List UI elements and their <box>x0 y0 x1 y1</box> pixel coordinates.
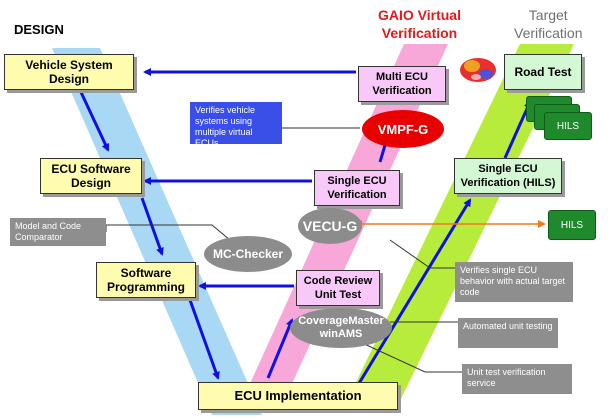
mc-checker-label: MC-Checker <box>212 247 284 261</box>
vmpf-g-label: VMPF-G <box>377 121 429 137</box>
connector-mc <box>105 224 231 241</box>
code-review-line2: Unit Test <box>314 289 362 301</box>
arrow-vehicle-to-ecu <box>78 89 110 152</box>
arrow-impl-to-code-review <box>266 318 294 379</box>
ecu-implementation-box[interactable]: ECU Implementation <box>198 382 398 410</box>
road-test-label: Road Test <box>514 65 572 79</box>
ecu-software-line2: Design <box>70 176 111 190</box>
software-programming-line2: Programming <box>106 280 185 294</box>
vecu-note: Verifies single ECU behavior with actual… <box>455 262 573 302</box>
coverage-master-ellipse[interactable]: CoverageMaster winAMS <box>290 308 392 348</box>
connector-vecu <box>389 239 455 269</box>
vehicle-system-design-box[interactable]: Vehicle System Design <box>4 54 134 90</box>
gaio-header: GAIO Virtual Verification <box>378 6 461 42</box>
multi-ecu-line2: Verification <box>372 85 432 97</box>
hils-stack-front[interactable]: HILS <box>544 112 592 140</box>
single-ecu-line2: Verification <box>327 189 387 201</box>
coverage-master-line2: winAMS <box>319 328 363 340</box>
arrow-software-to-impl <box>188 299 220 380</box>
unit-testing-note: Automated unit testing <box>458 318 558 348</box>
single-ecu-hils-box[interactable]: Single ECU Verification (HILS) <box>454 158 562 194</box>
code-review-line1: Code Review <box>303 275 373 287</box>
vmpf-note: Verifies vehicle systems using multiple … <box>190 102 282 148</box>
multi-ecu-verification-box[interactable]: Multi ECU Verification <box>358 66 446 102</box>
arrow-impl-to-hils <box>353 198 472 391</box>
single-ecu-hils-line2: Verification (HILS) <box>460 177 556 189</box>
ecu-software-design-box[interactable]: ECU Software Design <box>40 158 142 194</box>
coverage-master-line1: CoverageMaster <box>298 315 384 327</box>
vehicle-system-line1: Vehicle System <box>25 58 113 72</box>
vmpf-g-ellipse[interactable]: VMPF-G <box>362 110 444 148</box>
arrow-hils-to-road <box>503 100 532 159</box>
vecu-g-ellipse[interactable]: VECU-G <box>298 208 362 244</box>
gaio-header-line2: Verification <box>381 25 458 41</box>
hils-single-label: HILS <box>560 219 584 231</box>
target-header-line2: Verification <box>514 25 583 41</box>
code-review-unit-test-box[interactable]: Code Review Unit Test <box>296 270 380 306</box>
gaio-logo <box>460 58 496 82</box>
mc-checker-note: Model and Code Comparator <box>10 218 106 246</box>
gaio-header-line1: GAIO Virtual <box>378 7 461 23</box>
single-ecu-verification-box[interactable]: Single ECU Verification <box>314 170 400 206</box>
software-programming-line1: Software <box>120 266 172 280</box>
mc-checker-ellipse[interactable]: MC-Checker <box>204 236 292 272</box>
target-header: Target Verification <box>514 6 582 42</box>
single-ecu-line1: Single ECU <box>327 175 387 187</box>
ecu-software-line1: ECU Software <box>51 162 131 176</box>
multi-ecu-line1: Multi ECU <box>376 71 428 83</box>
vecu-g-label: VECU-G <box>302 218 358 234</box>
single-ecu-hils-line1: Single ECU <box>478 163 538 175</box>
target-header-line1: Target <box>528 7 568 23</box>
verification-service-note: Unit test verification service <box>462 364 572 394</box>
vehicle-system-line2: Design <box>48 72 89 86</box>
arrow-ecu-to-software <box>140 197 164 256</box>
ecu-implementation-label: ECU Implementation <box>234 388 362 403</box>
hils-stack-label: HILS <box>556 120 580 132</box>
software-programming-box[interactable]: Software Programming <box>96 262 196 298</box>
design-header: DESIGN <box>14 22 64 37</box>
hils-single[interactable]: HILS <box>548 210 596 240</box>
connector-service <box>359 341 462 373</box>
road-test-box[interactable]: Road Test <box>504 54 582 90</box>
